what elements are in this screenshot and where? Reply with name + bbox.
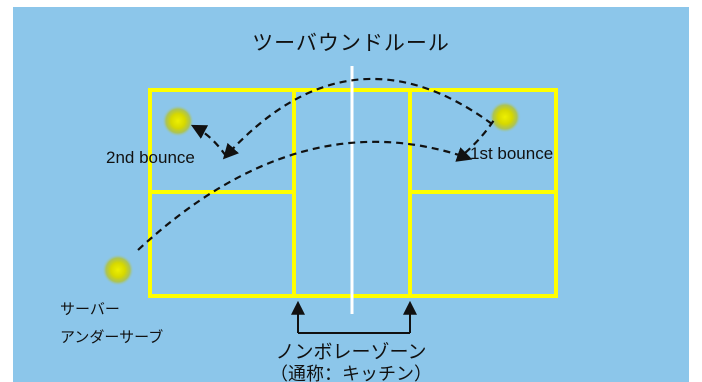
second-bounce-arc [190, 124, 227, 157]
ball-icon [489, 101, 521, 133]
ball-icon [162, 105, 194, 137]
first-bounce-label: 1st bounce [470, 144, 554, 163]
kitchen-bracket [291, 300, 417, 334]
first-bounce-rebound [464, 119, 495, 154]
non-volley-zone-label: ノンボレーゾーン [275, 342, 427, 363]
underhand-serve-label: アンダーサーブ [60, 329, 164, 346]
return-trajectory [222, 77, 493, 160]
second-bounce-label: 2nd bounce [106, 148, 195, 167]
ball-icon [102, 254, 134, 286]
serve-trajectory [137, 140, 473, 251]
kitchen-nickname-label: （通称：キッチン） [270, 364, 432, 382]
diagram-title: ツーバウンドルール [252, 32, 450, 55]
server-label: サーバー [60, 301, 120, 318]
